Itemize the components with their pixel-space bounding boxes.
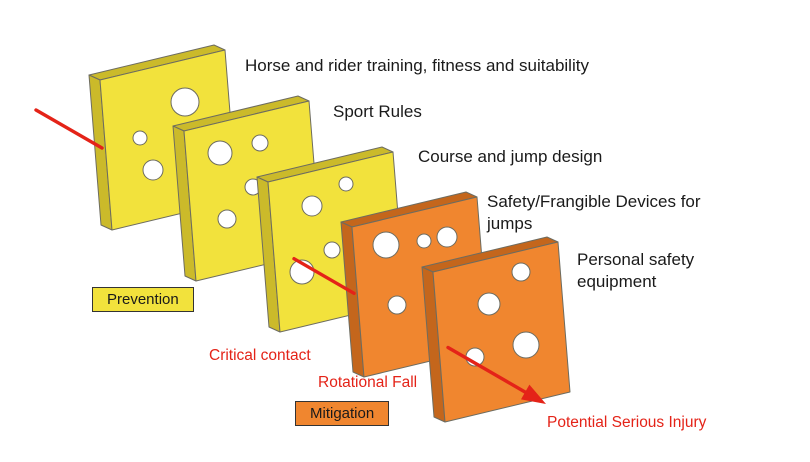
cheese-hole (387, 295, 407, 315)
cheese-hole (207, 140, 233, 166)
cheese-hole (170, 87, 200, 117)
cheese-slice-personal-equipment (421, 236, 571, 423)
annotation-critical-contact: Critical contact (209, 347, 311, 364)
cheese-hole (323, 241, 341, 259)
label-layer-training: Horse and rider training, fitness and su… (245, 56, 589, 75)
cheese-hole (511, 262, 531, 282)
cheese-hole (251, 134, 269, 152)
label-layer-course-design: Course and jump design (418, 147, 603, 166)
cheese-hole (217, 209, 237, 229)
cheese-hole (301, 195, 323, 217)
slice-face (432, 241, 571, 423)
legend-mitigation: Mitigation (295, 401, 390, 426)
cheese-hole (338, 176, 354, 192)
annotation-rotational-fall: Rotational Fall (318, 374, 418, 391)
label-layer-frangible-devices: Safety/Frangible Devices for jumps (487, 192, 701, 234)
cheese-hole (372, 231, 400, 259)
label-layer-sport-rules: Sport Rules (333, 102, 422, 121)
cheese-hole (512, 331, 540, 359)
trajectory-arrow (34, 108, 546, 404)
arrow-segment-critical-contact (292, 257, 356, 295)
arrow-head-icon (521, 384, 546, 404)
arrow-segment-exit (446, 345, 527, 394)
arrow-segment-start (34, 108, 104, 150)
cheese-hole (142, 159, 164, 181)
legend-prevention: Prevention (92, 287, 194, 312)
cheese-hole (416, 233, 432, 249)
cheese-hole (132, 130, 148, 146)
cheese-hole (477, 292, 501, 316)
cheese-hole (436, 226, 458, 248)
label-layer-personal-equipment: Personal safety equipment (577, 250, 695, 292)
annotation-potential-serious-injury: Potential Serious Injury (547, 414, 707, 431)
